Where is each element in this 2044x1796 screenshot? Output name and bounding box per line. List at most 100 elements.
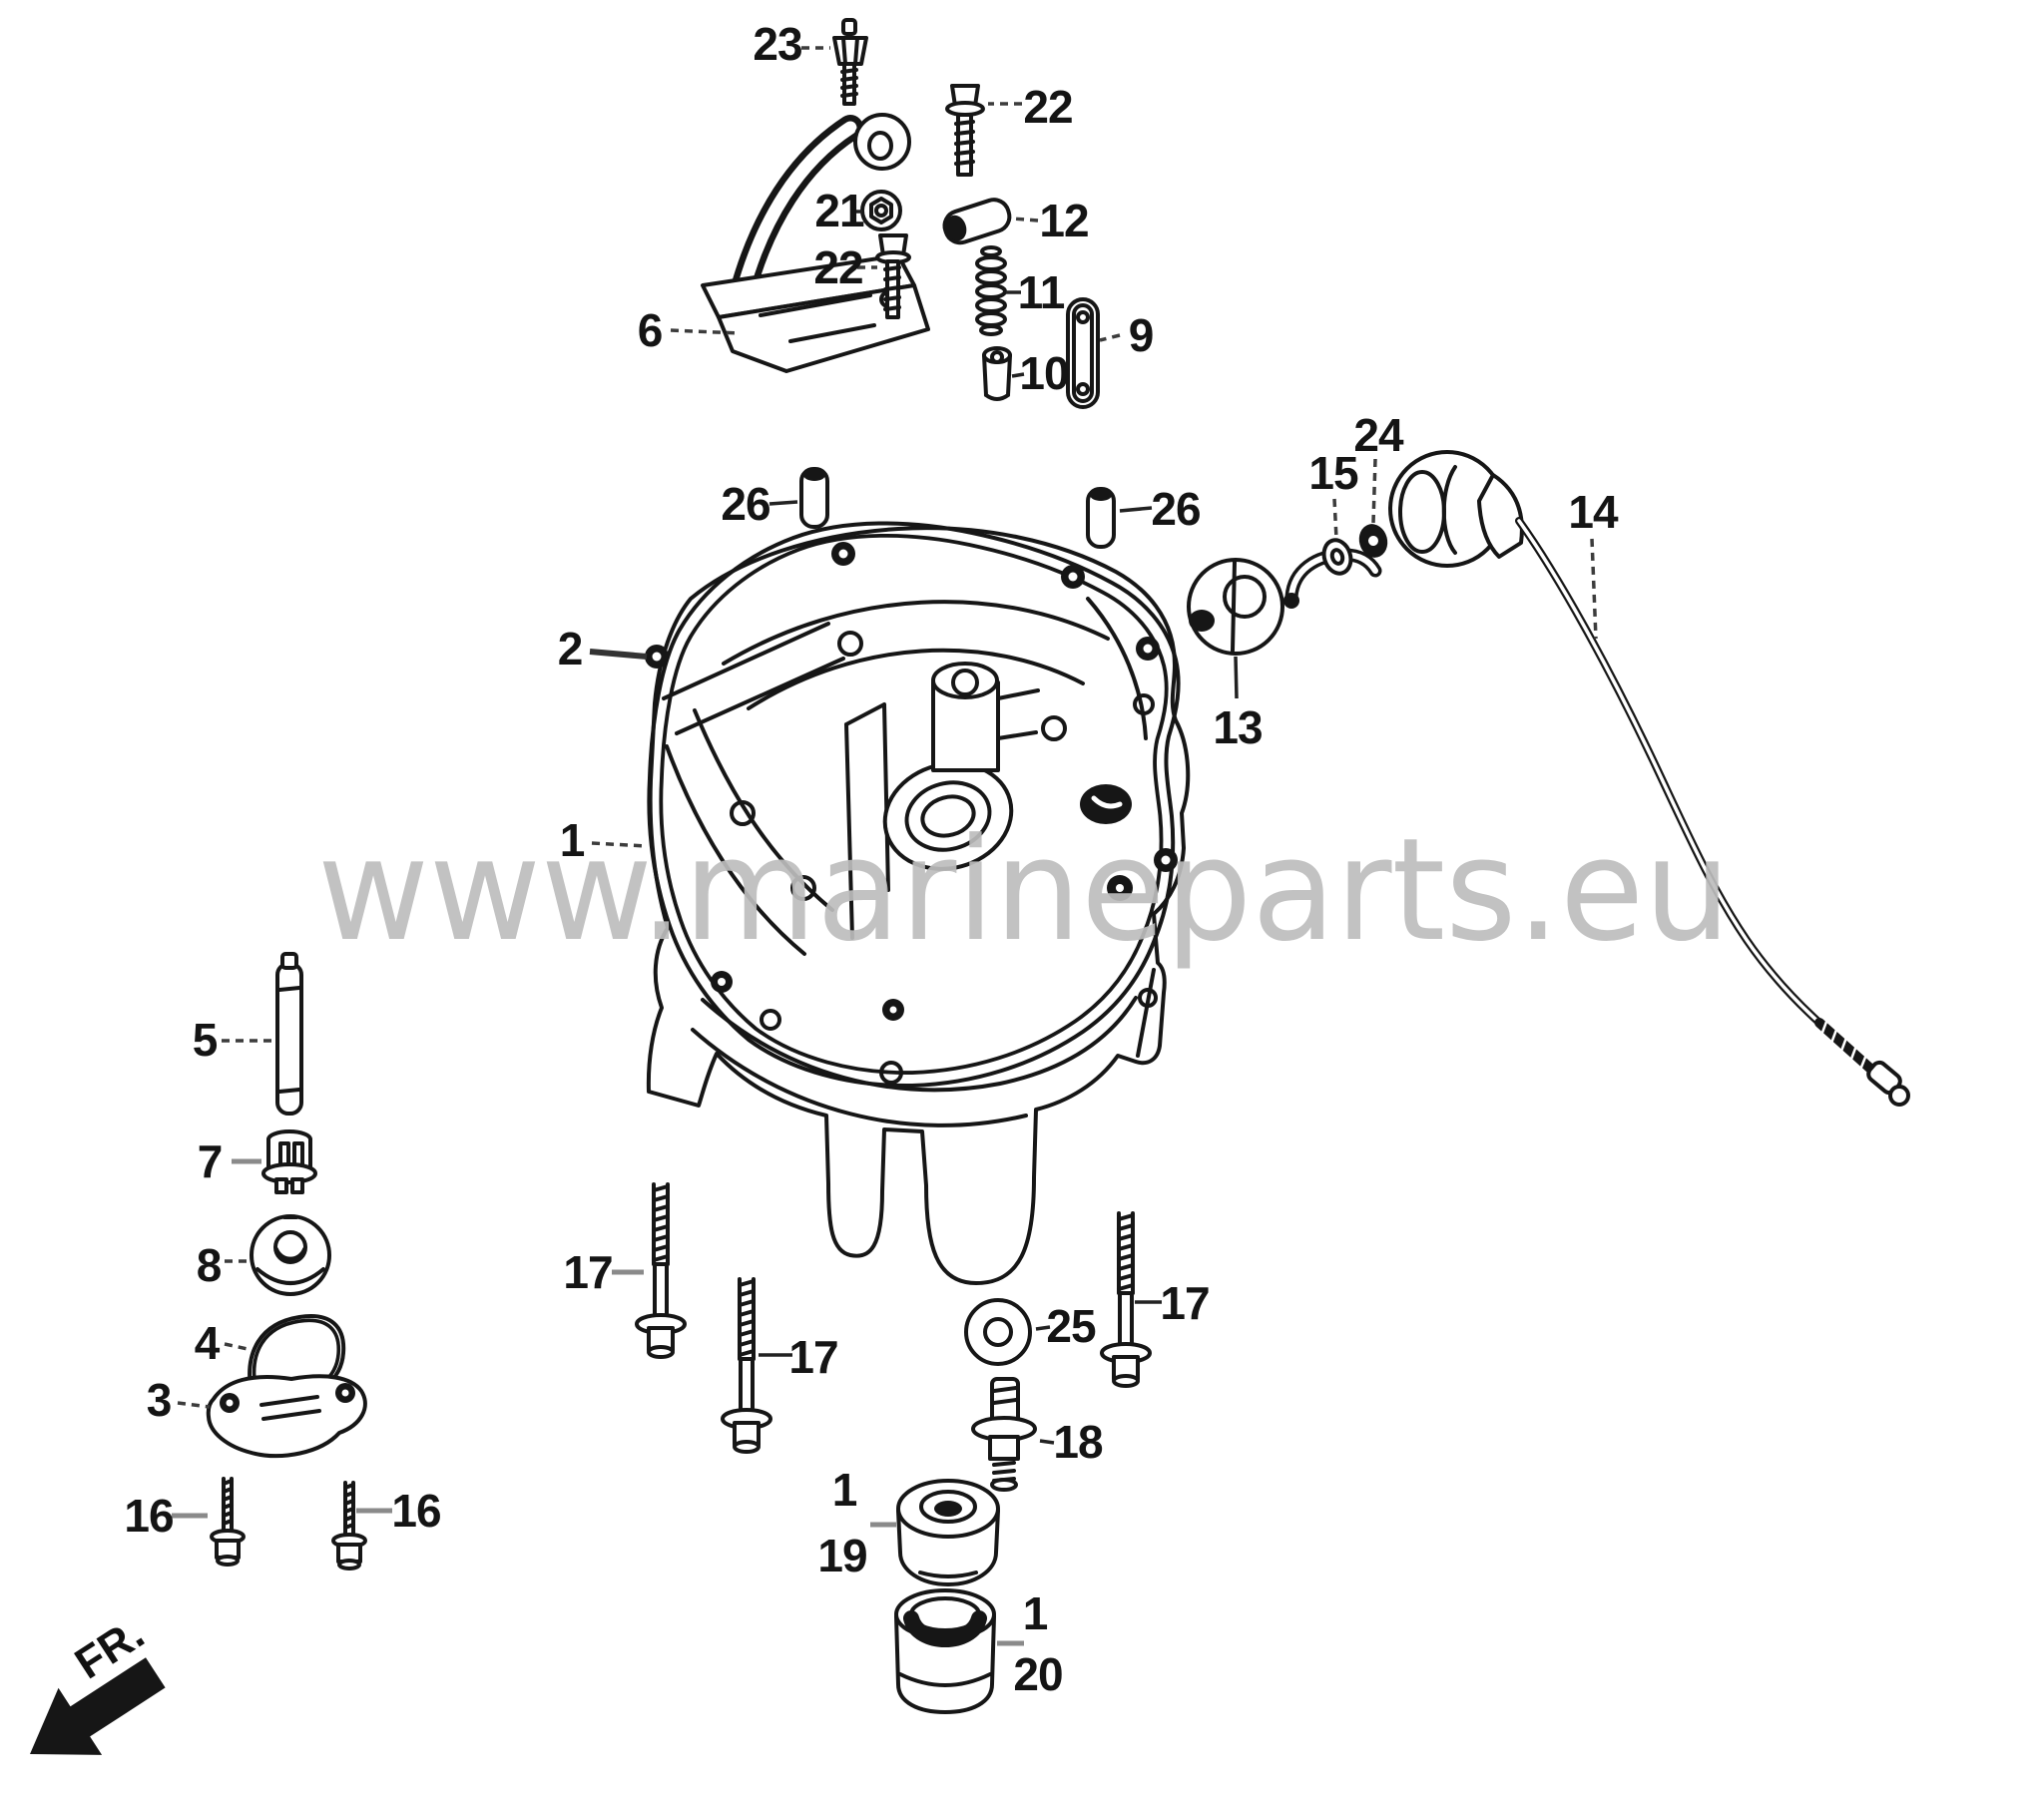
bolt-23	[832, 18, 868, 106]
callout-leader-24	[1371, 458, 1377, 524]
cover-gasket	[645, 521, 1181, 1089]
callout-label-22-upper: 22	[1023, 81, 1072, 133]
callout-leader-12	[1011, 217, 1039, 223]
callout-2: 2	[558, 623, 648, 674]
callout-label-16-right: 16	[391, 1485, 440, 1537]
pivot-pin-12	[942, 198, 1012, 245]
valve-lifter-10	[982, 346, 1012, 401]
callout-label-17-right: 17	[1160, 1277, 1209, 1329]
callout-leader-26-left	[768, 500, 798, 506]
flange-bolt-18	[971, 1377, 1037, 1492]
callout-leader-26-right	[1119, 506, 1153, 513]
callout-14: 14	[1568, 486, 1620, 640]
callout-leader-4	[224, 1342, 249, 1351]
callout-26-right: 26	[1119, 483, 1202, 535]
callout-13: 13	[1213, 656, 1264, 753]
washer-15	[1321, 538, 1353, 576]
bushing-20	[894, 1588, 996, 1714]
callout-leader-15	[1332, 498, 1338, 540]
callout-12: 12	[1011, 195, 1090, 246]
fr-arrow-icon	[30, 1657, 166, 1755]
fr-orientation: FR.	[30, 1609, 166, 1755]
callout-label-21: 21	[814, 185, 864, 236]
callout-1-bushing: 1	[1023, 1587, 1049, 1639]
pin-5	[275, 952, 303, 1116]
callout-label-8: 8	[197, 1239, 222, 1291]
callout-label-11: 11	[1018, 266, 1065, 318]
washer-25	[964, 1298, 1032, 1366]
callout-label-17-left: 17	[563, 1246, 612, 1298]
callout-7: 7	[198, 1135, 261, 1187]
bolt-17-right	[1100, 1211, 1152, 1388]
callout-16-left: 16	[124, 1490, 208, 1542]
callout-label-23: 23	[753, 18, 801, 70]
cover-plate-3	[206, 1374, 367, 1458]
callout-label-13: 13	[1213, 701, 1262, 753]
callout-19: 19	[817, 1522, 896, 1581]
callout-leader-9	[1099, 333, 1121, 342]
callout-leader-18	[1039, 1439, 1055, 1445]
callout-25: 25	[1035, 1300, 1097, 1352]
dowel-pin-left	[799, 467, 829, 529]
callout-17-left: 17	[563, 1246, 644, 1298]
callout-21: 21	[814, 185, 865, 236]
callout-label-5: 5	[193, 1014, 218, 1066]
callout-24: 24	[1353, 409, 1405, 524]
callout-26-left: 26	[721, 478, 798, 530]
callout-18: 18	[1039, 1416, 1104, 1468]
callout-6: 6	[638, 304, 741, 356]
flange-nut-21	[860, 190, 902, 231]
callout-leader-25	[1035, 1325, 1051, 1331]
callout-17-mid: 17	[759, 1331, 839, 1383]
callout-label-2: 2	[558, 623, 583, 674]
callout-label-22-lower: 22	[813, 241, 862, 293]
callout-label-1-bushing: 1	[1023, 1587, 1048, 1639]
bolt-16-right	[331, 1481, 367, 1571]
castle-nut-7	[261, 1129, 317, 1194]
callout-label-12: 12	[1039, 195, 1088, 246]
callout-20: 20	[997, 1640, 1064, 1700]
callout-10: 10	[1011, 347, 1070, 399]
callout-leader-6	[670, 328, 741, 335]
callout-leader-1-housing	[591, 841, 648, 848]
callout-label-25: 25	[1046, 1300, 1096, 1352]
callout-label-18: 18	[1053, 1416, 1103, 1468]
callout-8: 8	[197, 1239, 252, 1291]
callout-leader-2	[589, 649, 648, 660]
bearing-19	[896, 1479, 1000, 1586]
gasket-bolt-holes	[645, 542, 1178, 872]
callout-22-upper: 22	[988, 81, 1074, 133]
callout-label-9: 9	[1129, 309, 1154, 361]
bolt-17-mid	[721, 1277, 772, 1454]
reed-plate-9	[1066, 297, 1100, 409]
callout-label-26-right: 26	[1151, 483, 1200, 535]
callout-leader-13	[1234, 656, 1239, 699]
callout-label-6: 6	[638, 304, 663, 356]
callout-label-20: 20	[1013, 1648, 1062, 1700]
callout-label-15: 15	[1308, 447, 1358, 499]
callout-label-1-housing: 1	[560, 814, 585, 866]
callout-label-7: 7	[198, 1135, 223, 1187]
throttle-cable-assembly	[1388, 450, 1910, 1107]
breather-bracket	[701, 113, 930, 373]
spring-11	[975, 245, 1007, 336]
grommet-13	[1187, 558, 1284, 656]
callout-4: 4	[195, 1317, 249, 1369]
bolt-22-lower	[875, 233, 911, 319]
callout-5: 5	[193, 1014, 271, 1066]
callout-17-right: 17	[1135, 1277, 1211, 1329]
callout-label-26-left: 26	[721, 478, 769, 530]
dowel-pin-right	[1086, 487, 1116, 549]
callout-label-3: 3	[147, 1374, 172, 1426]
callout-label-10: 10	[1019, 347, 1068, 399]
bolt-17-left	[635, 1182, 687, 1359]
bolt-16-left	[210, 1477, 246, 1567]
cup-washer-8	[250, 1214, 331, 1296]
callout-label-24: 24	[1353, 409, 1404, 461]
callout-15: 15	[1308, 447, 1359, 540]
callout-1-housing: 1	[560, 814, 648, 866]
callout-23: 23	[753, 18, 830, 70]
callout-22-lower: 22	[813, 241, 877, 293]
